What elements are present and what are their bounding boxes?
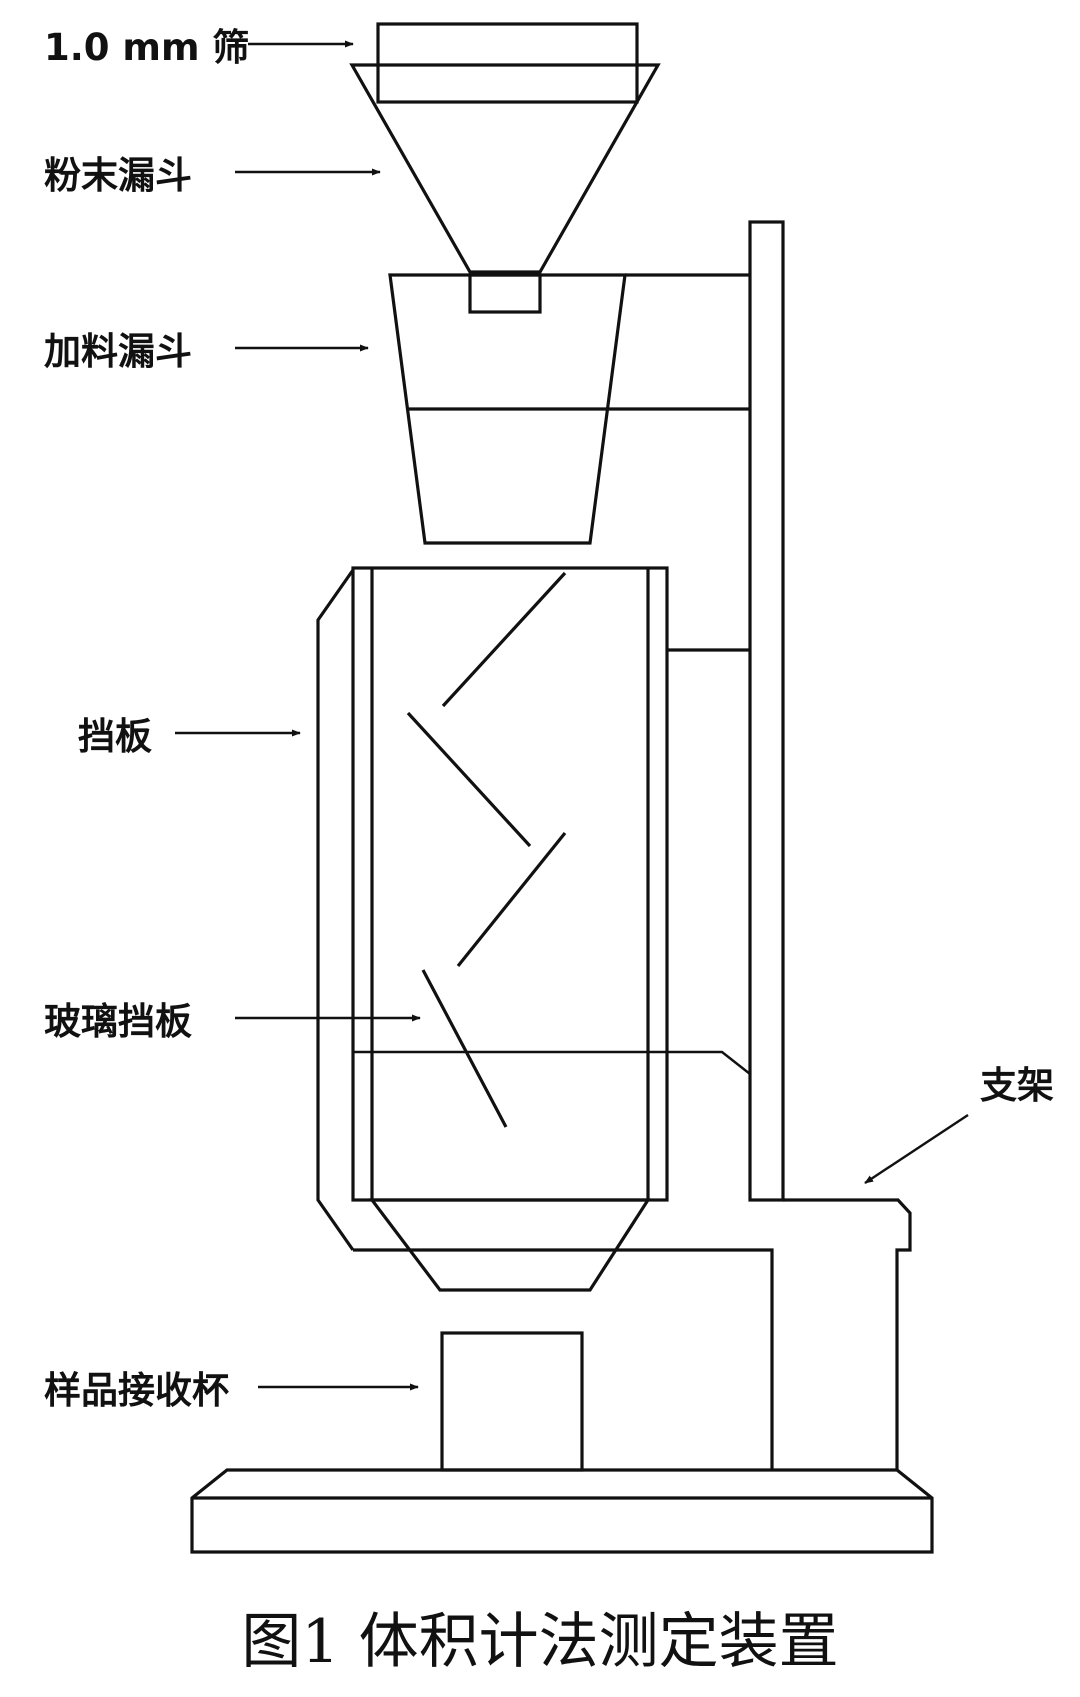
baffle-box (351, 566, 669, 1202)
label-glass-baffle: 玻璃挡板 (44, 1000, 192, 1043)
label-sieve: 1.0 mm 筛 (44, 26, 249, 69)
glass-baffle-4 (421, 969, 508, 1128)
stand-arm (353, 1248, 774, 1470)
base-plate (190, 1468, 934, 1554)
label-sample-cup: 样品接收杯 (44, 1369, 229, 1412)
powder-funnel-shape (349, 63, 661, 274)
stand-post (748, 220, 785, 1202)
figure-caption: 图1 体积计法测定装置 (241, 1607, 838, 1677)
label-stand: 支架 (980, 1064, 1054, 1107)
label-baffle: 挡板 (78, 715, 152, 758)
sieve-shape (376, 22, 639, 104)
sample-cup-shape (440, 1331, 584, 1472)
glass-level-line (353, 1050, 751, 1075)
label-powder-funnel: 粉末漏斗 (44, 154, 192, 197)
bottom-funnel (368, 1198, 651, 1292)
glass-baffle-3 (456, 831, 567, 968)
feed-funnel-shape (388, 273, 627, 545)
side-baffle-plate (316, 569, 355, 1251)
stand-base-block (783, 1198, 912, 1470)
glass-baffle-2 (406, 711, 532, 848)
arrow-stand (864, 1113, 969, 1185)
label-feed-funnel: 加料漏斗 (44, 330, 192, 373)
powder-funnel-neck (468, 273, 542, 314)
glass-baffle-1 (441, 571, 567, 708)
